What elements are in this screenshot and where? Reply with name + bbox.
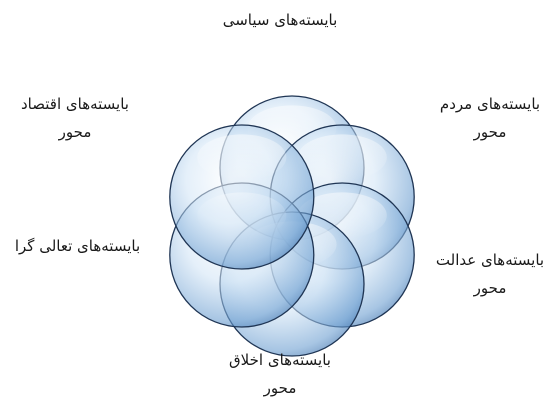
circle-economy [170, 125, 314, 269]
circle-people-gloss [298, 134, 387, 180]
label-ethics-oriented-requirements: بایسته‌های اخلاق محور [205, 346, 355, 402]
label-people-oriented-requirements: بایسته‌های مردم محور [420, 90, 560, 146]
label-people-line1: بایسته‌های مردم [420, 90, 560, 118]
label-ethics-line1: بایسته‌های اخلاق [205, 346, 355, 374]
label-ethics-line2: محور [205, 374, 355, 402]
label-transcendence-line1: بایسته‌های تعالی گرا [0, 232, 155, 260]
label-justice-line2: محور [420, 274, 560, 302]
circles-group [170, 96, 414, 356]
circle-economy-gloss [197, 134, 286, 180]
label-transcendence-requirements: بایسته‌های تعالی گرا [0, 232, 155, 260]
label-political-requirements: بایسته‌های سیاسی [190, 6, 370, 34]
label-economy-line2: محور [0, 118, 150, 146]
label-people-line2: محور [420, 118, 560, 146]
label-political-line1: بایسته‌های سیاسی [190, 6, 370, 34]
label-justice-oriented-requirements: بایسته‌های عدالت محور [420, 246, 560, 302]
label-economy-oriented-requirements: بایسته‌های اقتصاد محور [0, 90, 150, 146]
label-justice-line1: بایسته‌های عدالت [420, 246, 560, 274]
label-economy-line1: بایسته‌های اقتصاد [0, 90, 150, 118]
